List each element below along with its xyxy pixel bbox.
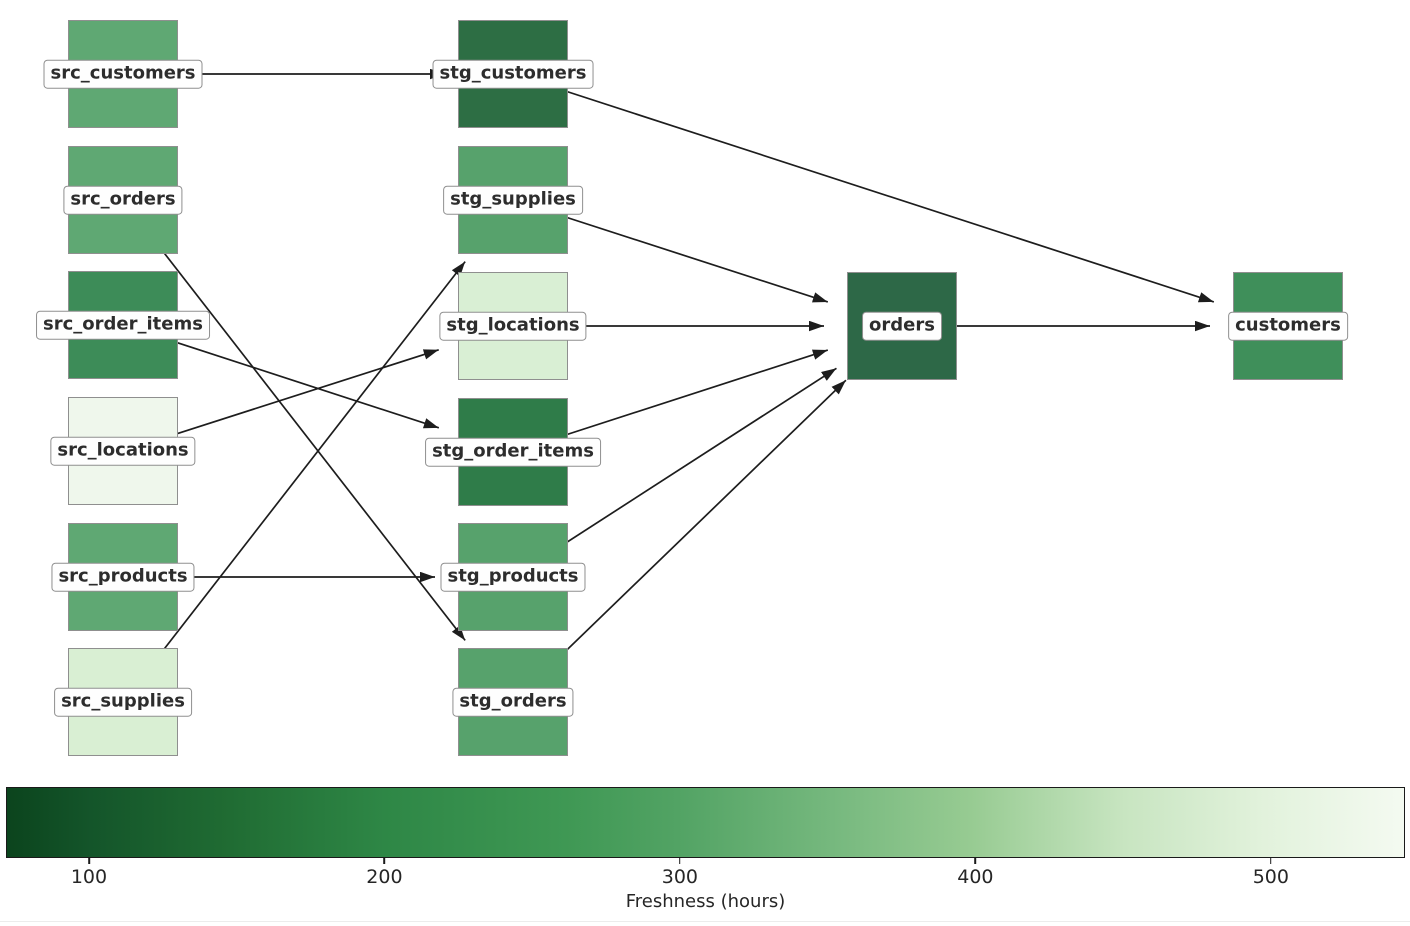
edge-src_supplies-to-stg_supplies	[122, 261, 466, 703]
colorbar-tick-label-100: 100	[70, 866, 108, 888]
colorbar-tick-mark-100	[88, 858, 90, 864]
figure-bottom-edge-line	[0, 921, 1410, 922]
edge-src_order_items-to-stg_order_items	[122, 324, 440, 429]
colorbar-tick-mark-200	[383, 858, 386, 864]
edge-stg_order_items-to-orders	[512, 349, 829, 453]
edge-src_locations-to-stg_locations	[122, 348, 439, 452]
colorbar-tick-label-200: 200	[366, 866, 403, 888]
colorbar-tick-mark-300	[679, 858, 681, 864]
colorbar-tick-label-500: 500	[1252, 866, 1289, 888]
colorbar-gradient	[6, 787, 1405, 858]
edge-stg_customers-to-customers	[512, 73, 1215, 303]
colorbar: 100 200 300 400 500 Freshness (hours)	[6, 787, 1405, 912]
colorbar-axis-label: Freshness (hours)	[625, 891, 786, 912]
colorbar-tick-mark-400	[974, 858, 977, 864]
edge-src_orders-to-stg_orders	[122, 199, 466, 641]
edge-stg_orders-to-orders	[512, 379, 847, 703]
edge-stg_supplies-to-orders	[512, 199, 829, 303]
colorbar-tick-label-400: 400	[957, 866, 994, 888]
colorbar-tick-label-300: 300	[661, 866, 699, 888]
colorbar-tick-mark-500	[1270, 858, 1272, 864]
